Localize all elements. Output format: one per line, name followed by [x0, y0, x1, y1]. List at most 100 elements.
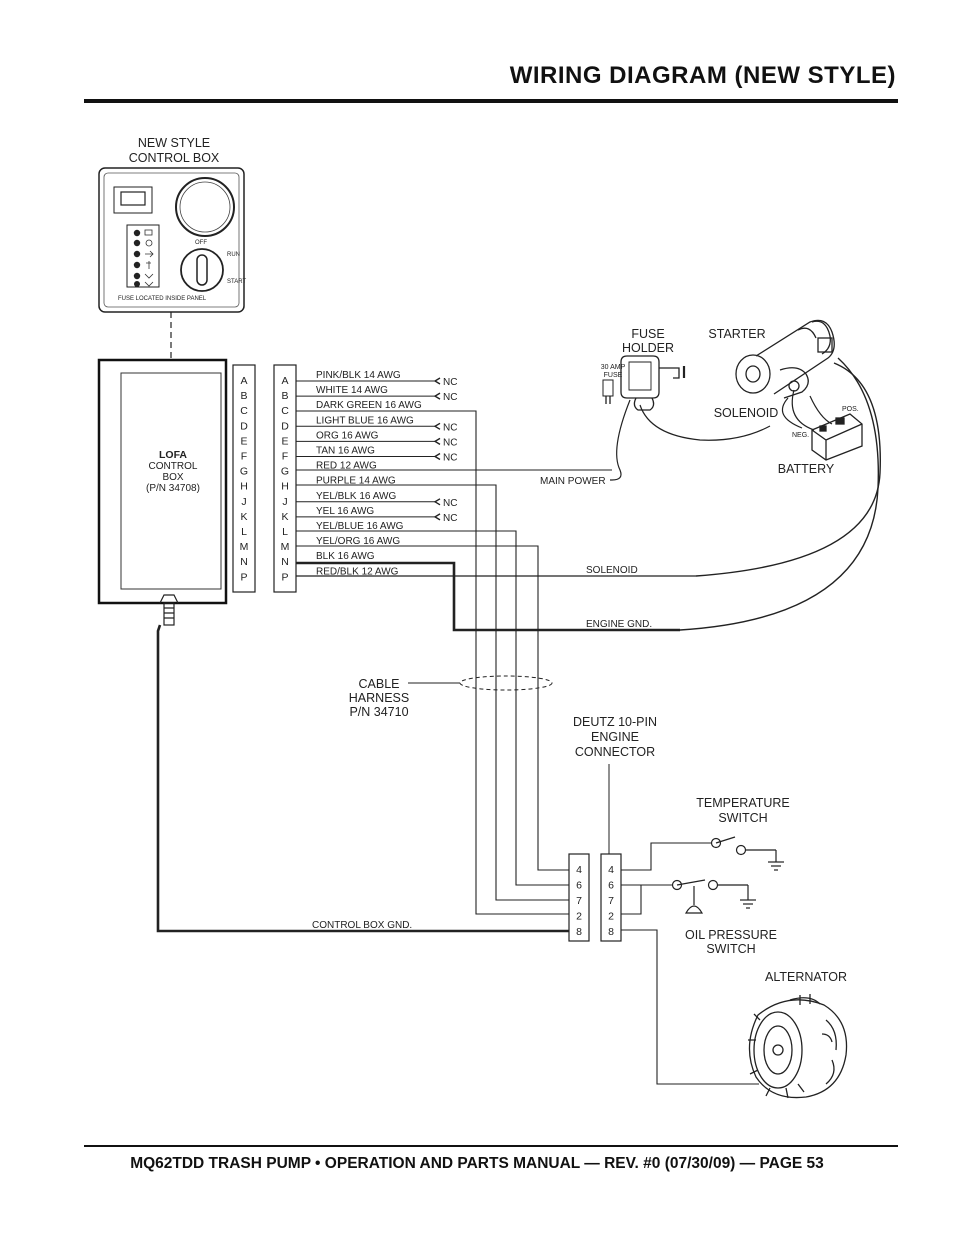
- wire-label-g: RED 12 AWG: [316, 461, 377, 472]
- temp-switch-label-1: TEMPERATURE: [696, 796, 790, 810]
- nc-arrow-d: [433, 422, 441, 430]
- starter-label: STARTER: [708, 327, 765, 341]
- lofa-pin-b: B: [240, 390, 247, 402]
- battery: [811, 413, 863, 461]
- control-box-gnd-label: CONTROL BOX GND.: [312, 920, 412, 931]
- fuse-rating-2: FUSE: [604, 372, 623, 379]
- nc-label-k: NC: [443, 513, 457, 524]
- wire-label-b: WHITE 14 AWG: [316, 385, 388, 396]
- wire-label-e: ORG 16 AWG: [316, 430, 379, 441]
- lofa-terminal-strip: [232, 364, 256, 593]
- lofa-pin-h: H: [240, 481, 248, 493]
- fuse-holder-label-2: HOLDER: [622, 341, 674, 355]
- wire-rows: PINK/BLK 14 AWG NC WHITE 14 AWG NC DARK GREE…: [296, 370, 457, 577]
- cable-harness-bundle: [459, 675, 553, 691]
- deutz-harness-pins: 4 6 7 2 8: [576, 864, 582, 938]
- harness-pin-e: E: [281, 435, 288, 447]
- harness-pin-n: N: [281, 556, 289, 568]
- wire-label-p: RED/BLK 12 AWG: [316, 566, 399, 577]
- oil-switch-label-1: OIL PRESSURE: [685, 928, 777, 942]
- wire-label-k: YEL 16 AWG: [316, 506, 374, 517]
- footer-rule: [84, 1145, 898, 1147]
- lofa-pin-a: A: [240, 375, 247, 387]
- harness-pin-d: D: [281, 420, 289, 432]
- nc-arrow-e: [433, 437, 441, 446]
- lofa-pin-p: P: [240, 571, 247, 583]
- fuse-holder: [602, 355, 686, 411]
- lofa-pin-g: G: [240, 466, 248, 478]
- main-power-label: MAIN POWER: [540, 476, 606, 487]
- deutz-harness-pin-4: 4: [576, 864, 582, 876]
- starter-motor: [735, 319, 835, 399]
- control-panel-label-2: CONTROL BOX: [129, 151, 220, 165]
- deutz-engine-pin-4: 4: [608, 864, 614, 876]
- svg-text:RUN: RUN: [227, 252, 240, 258]
- wire-label-h: PURPLE 14 AWG: [316, 476, 396, 487]
- nc-arrow-a: [433, 377, 441, 385]
- harness-pin-k: K: [281, 511, 288, 523]
- deutz-connector-engine-side: [600, 853, 622, 942]
- oil-switch-label-2: SWITCH: [706, 942, 755, 956]
- page-footer: MQ62TDD TRASH PUMP • OPERATION AND PARTS…: [130, 1155, 824, 1172]
- oil-pressure-switch: [671, 879, 756, 914]
- starter-battery-cables: [610, 357, 881, 631]
- svg-text:OFF: OFF: [195, 240, 207, 246]
- deutz-engine-pin-7: 7: [608, 895, 614, 907]
- deutz-label-1: DEUTZ 10-PIN: [573, 715, 657, 729]
- alternator: [748, 994, 848, 1099]
- nc-label-e: NC: [443, 437, 457, 448]
- lofa-control-box: [97, 358, 228, 605]
- wire-label-c: DARK GREEN 16 AWG: [316, 400, 422, 411]
- harness-wires: [156, 410, 759, 1085]
- lofa-pin-n: N: [240, 556, 248, 568]
- harness-pin-f: F: [282, 451, 288, 463]
- deutz-harness-pin-6: 6: [576, 880, 582, 892]
- temp-switch-label-2: SWITCH: [718, 811, 767, 825]
- wire-label-a: PINK/BLK 14 AWG: [316, 370, 401, 381]
- svg-text:START: START: [227, 279, 246, 285]
- harness-terminal-strip: [273, 364, 297, 593]
- wire-label-f: TAN 16 AWG: [316, 446, 375, 457]
- cable-harness-label-3: P/N 34710: [349, 705, 408, 719]
- control-panel-label-1: NEW STYLE: [138, 136, 210, 150]
- control-panel: OFF RUN START FUSE LOCATED INSIDE PANEL: [98, 167, 246, 313]
- wire-label-l: YEL/BLUE 16 AWG: [316, 521, 404, 532]
- lofa-pin-c: C: [240, 405, 248, 417]
- battery-neg-label: NEG.: [792, 432, 809, 439]
- battery-pos-label: POS.: [842, 406, 859, 413]
- wire-label-n: BLK 16 AWG: [316, 551, 375, 562]
- harness-pin-b: B: [281, 390, 288, 402]
- solenoid-label: SOLENOID: [714, 406, 779, 420]
- deutz-harness-pin-8: 8: [576, 926, 582, 938]
- deutz-engine-pin-2: 2: [608, 911, 614, 923]
- lofa-pin-m: M: [240, 541, 249, 553]
- harness-pin-m: M: [281, 541, 290, 553]
- wire-label-d: LIGHT BLUE 16 AWG: [316, 415, 414, 426]
- lofa-label-2: CONTROL: [149, 461, 198, 472]
- nc-arrow-k: [433, 513, 441, 521]
- harness-pin-l: L: [282, 526, 288, 538]
- lofa-label-1: LOFA: [159, 449, 187, 461]
- fuse-holder-label-1: FUSE: [631, 327, 664, 341]
- lofa-pin-l: L: [241, 526, 247, 538]
- nc-arrow-f: [433, 452, 441, 461]
- control-panel-fine-print: FUSE LOCATED INSIDE PANEL: [118, 296, 207, 302]
- nc-label-b: NC: [443, 392, 457, 403]
- deutz-harness-pin-7: 7: [576, 895, 582, 907]
- deutz-harness-pin-2: 2: [576, 911, 582, 923]
- cable-harness-label-2: HARNESS: [349, 691, 409, 705]
- page-title: WIRING DIAGRAM (NEW STYLE): [509, 62, 896, 89]
- nc-label-f: NC: [443, 453, 457, 464]
- wire-label-m: YEL/ORG 16 AWG: [316, 536, 400, 547]
- solenoid-wire-label: SOLENOID: [586, 565, 638, 576]
- nc-label-a: NC: [443, 377, 457, 388]
- lofa-pin-d: D: [240, 420, 248, 432]
- nc-arrow-b: [433, 392, 441, 400]
- wire-label-j: YEL/BLK 16 AWG: [316, 491, 396, 502]
- engine-gnd-label: ENGINE GND.: [586, 619, 652, 630]
- lofa-label-4: (P/N 34708): [146, 483, 200, 494]
